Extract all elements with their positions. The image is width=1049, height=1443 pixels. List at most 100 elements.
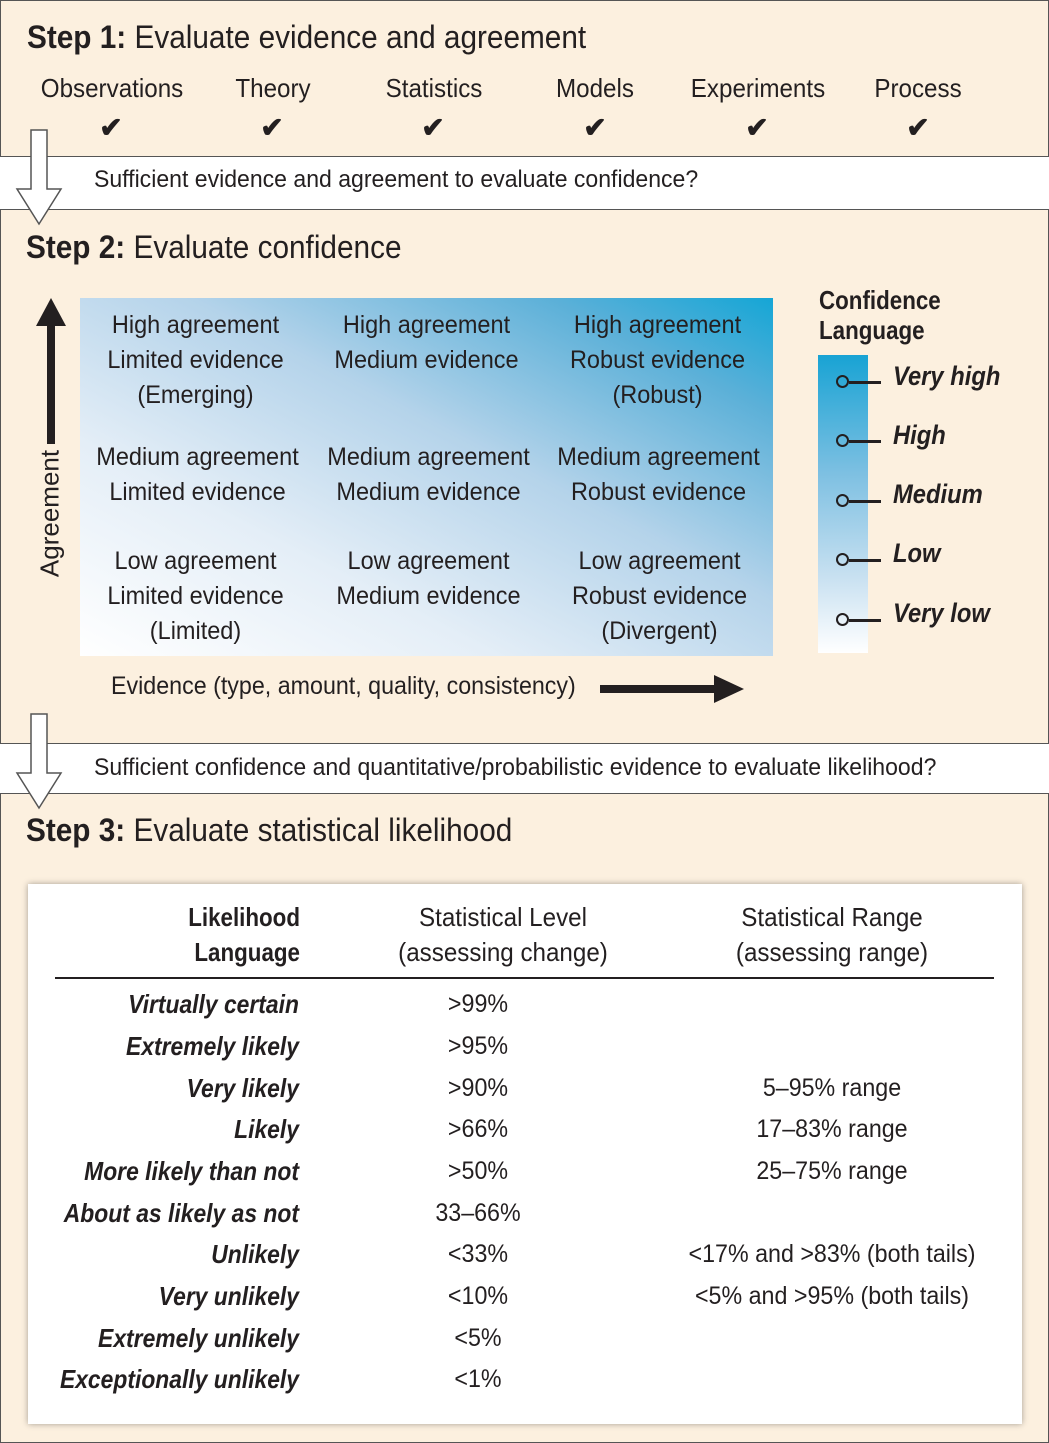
row-label-about-as-likely-as-not: About as likely as not bbox=[63, 1198, 299, 1228]
cell-medium-limited: Medium agreement Limited evidence bbox=[89, 440, 306, 510]
cell-line: Medium evidence bbox=[336, 478, 521, 506]
row-level: >95% bbox=[447, 1032, 509, 1060]
header-line: Statistical Level bbox=[418, 902, 588, 932]
cell-line: Medium evidence bbox=[334, 346, 519, 374]
agreement-axis-label: Agreement bbox=[34, 449, 65, 578]
cell-medium-robust: Medium agreement Robust evidence bbox=[550, 440, 767, 510]
row-range: 5–95% range bbox=[762, 1074, 902, 1102]
cell-line: Medium agreement bbox=[327, 443, 530, 471]
cell-high-robust: High agreement Robust evidence (Robust) bbox=[549, 308, 766, 413]
check-icon: ✔ bbox=[745, 112, 769, 143]
header-statistical-level: Statistical Level (assessing change) bbox=[387, 900, 620, 970]
level-leader-line bbox=[849, 381, 881, 384]
cell-line: Low agreement bbox=[114, 547, 277, 575]
check-icon: ✔ bbox=[421, 112, 445, 143]
row-level: >90% bbox=[447, 1074, 509, 1102]
cell-line: Limited evidence bbox=[109, 478, 286, 506]
row-label-likely: Likely bbox=[234, 1114, 299, 1144]
header-line: Likelihood bbox=[188, 902, 300, 932]
row-range: <17% and >83% (both tails) bbox=[688, 1240, 976, 1268]
cell-line: (Limited) bbox=[149, 617, 242, 645]
row-label-extremely-unlikely: Extremely unlikely bbox=[98, 1323, 299, 1353]
row-label-more-likely-than-not: More likely than not bbox=[84, 1156, 299, 1186]
confidence-level-low: Low bbox=[893, 538, 941, 568]
check-icon: ✔ bbox=[906, 112, 930, 143]
cell-line: Medium evidence bbox=[336, 582, 521, 610]
question-2: Sufficient confidence and quantitative/p… bbox=[94, 754, 937, 781]
cell-line: (Divergent) bbox=[601, 617, 718, 645]
cell-line: Low agreement bbox=[347, 547, 510, 575]
category-statistics: Statistics bbox=[385, 73, 483, 103]
row-level: <5% bbox=[454, 1324, 502, 1352]
header-line: (assessing range) bbox=[735, 937, 929, 967]
cell-line: Limited evidence bbox=[107, 346, 284, 374]
legend-title-line: Language bbox=[819, 315, 925, 345]
cell-line: Limited evidence bbox=[107, 582, 284, 610]
row-level: <1% bbox=[454, 1365, 502, 1393]
agreement-arrow-icon bbox=[36, 298, 66, 444]
confidence-level-very-high: Very high bbox=[893, 361, 1001, 391]
evidence-arrow-icon bbox=[600, 675, 744, 703]
step1-panel: Step 1: Evaluate evidence and agreement … bbox=[0, 0, 1049, 157]
row-label-unlikely: Unlikely bbox=[211, 1239, 299, 1269]
row-label-very-likely: Very likely bbox=[186, 1073, 299, 1103]
row-label-virtually-certain: Virtually certain bbox=[128, 989, 299, 1019]
check-icon: ✔ bbox=[99, 112, 123, 143]
header-line: Language bbox=[194, 937, 300, 967]
step1-title-bold: Step 1: bbox=[27, 19, 127, 55]
category-models: Models bbox=[556, 73, 634, 103]
step1-title-text: Evaluate evidence and agreement bbox=[126, 19, 587, 55]
header-line: (assessing change) bbox=[398, 937, 608, 967]
cell-line: (Robust) bbox=[612, 381, 703, 409]
cell-high-medium: High agreement Medium evidence bbox=[318, 308, 535, 378]
row-level: <33% bbox=[447, 1240, 509, 1268]
header-line: Statistical Range bbox=[741, 902, 923, 932]
question-1: Sufficient evidence and agreement to eva… bbox=[94, 166, 699, 193]
confidence-level-high: High bbox=[893, 420, 946, 450]
cell-line: Medium agreement bbox=[557, 443, 760, 471]
header-likelihood-language: Likelihood Language bbox=[145, 900, 300, 970]
confidence-legend-title: Confidence Language bbox=[819, 285, 941, 345]
header-divider bbox=[55, 977, 994, 979]
row-range: 17–83% range bbox=[756, 1115, 908, 1143]
row-level: <10% bbox=[447, 1282, 509, 1310]
check-icon: ✔ bbox=[583, 112, 607, 143]
cell-low-robust: Low agreement Robust evidence (Divergent… bbox=[551, 544, 768, 649]
level-leader-line bbox=[849, 440, 881, 443]
step3-title: Step 3: Evaluate statistical likelihood bbox=[26, 812, 512, 849]
row-level: 33–66% bbox=[435, 1199, 521, 1227]
row-range: <5% and >95% (both tails) bbox=[694, 1282, 970, 1310]
level-marker-icon bbox=[836, 613, 849, 626]
step2-title: Step 2: Evaluate confidence bbox=[26, 229, 402, 266]
row-level: >50% bbox=[447, 1157, 509, 1185]
flow-arrow-icon bbox=[15, 129, 63, 226]
header-statistical-range: Statistical Range (assessing range) bbox=[716, 900, 949, 970]
step2-title-text: Evaluate confidence bbox=[125, 229, 402, 265]
cell-high-limited: High agreement Limited evidence (Emergin… bbox=[87, 308, 304, 413]
category-observations: Observations bbox=[40, 73, 184, 103]
level-marker-icon bbox=[836, 494, 849, 507]
check-icon: ✔ bbox=[260, 112, 284, 143]
evidence-axis-label: Evidence (type, amount, quality, consist… bbox=[111, 672, 576, 700]
cell-line: Robust evidence bbox=[570, 478, 747, 506]
step1-title: Step 1: Evaluate evidence and agreement bbox=[27, 19, 586, 56]
row-label-exceptionally-unlikely: Exceptionally unlikely bbox=[59, 1364, 299, 1394]
level-marker-icon bbox=[836, 375, 849, 388]
level-leader-line bbox=[849, 500, 881, 503]
cell-line: (Emerging) bbox=[137, 381, 254, 409]
cell-line: High agreement bbox=[573, 311, 742, 339]
cell-line: Low agreement bbox=[578, 547, 741, 575]
cell-medium-medium: Medium agreement Medium evidence bbox=[320, 440, 537, 510]
confidence-level-medium: Medium bbox=[893, 479, 983, 509]
cell-low-limited: Low agreement Limited evidence (Limited) bbox=[87, 544, 304, 649]
row-label-very-unlikely: Very unlikely bbox=[158, 1281, 299, 1311]
level-marker-icon bbox=[836, 434, 849, 447]
cell-line: Medium agreement bbox=[96, 443, 299, 471]
step3-title-text: Evaluate statistical likelihood bbox=[125, 812, 513, 848]
category-experiments: Experiments bbox=[690, 73, 826, 103]
level-leader-line bbox=[849, 619, 881, 622]
confidence-matrix bbox=[80, 298, 773, 656]
likelihood-table bbox=[28, 884, 1022, 1424]
legend-title-line: Confidence bbox=[819, 285, 941, 315]
cell-line: High agreement bbox=[111, 311, 280, 339]
